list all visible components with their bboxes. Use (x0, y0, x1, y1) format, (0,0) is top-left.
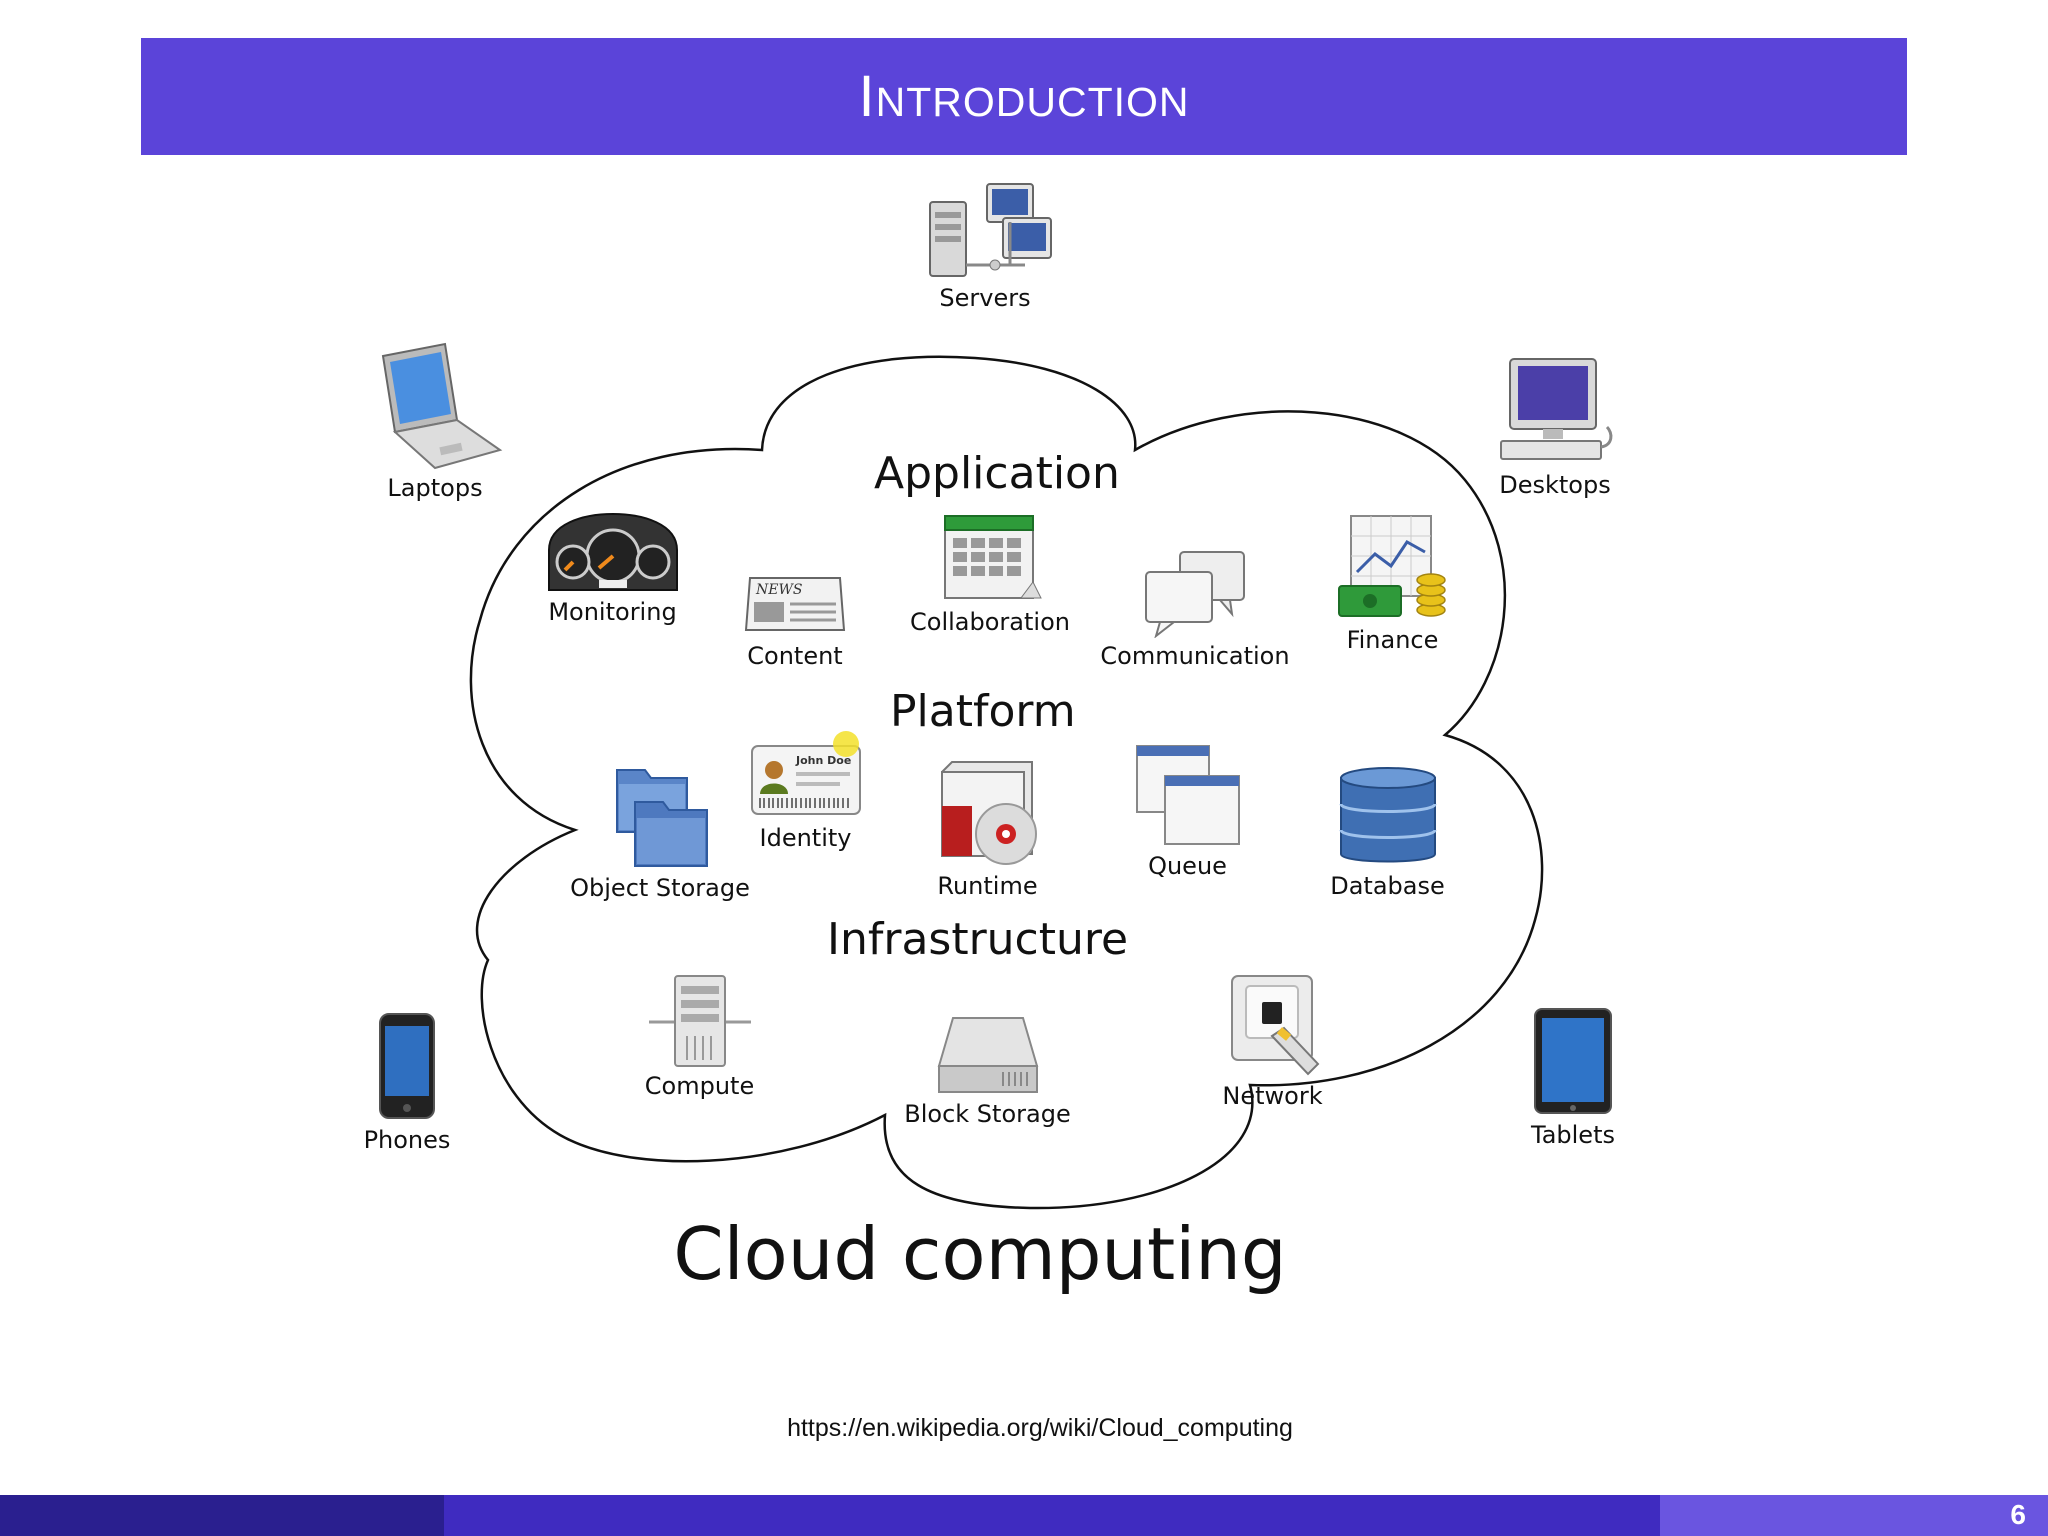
slide-footer-bar: 6 (0, 1495, 2048, 1536)
collaboration-label: Collaboration (910, 608, 1070, 636)
slide-title-bar: Introduction (141, 38, 1907, 155)
id-card-name-text: John Doe (795, 754, 851, 767)
node-phones: Phones (347, 1010, 467, 1154)
node-tablets: Tablets (1518, 1005, 1628, 1149)
compute-label: Compute (644, 1072, 755, 1100)
node-monitoring: Monitoring (530, 510, 695, 626)
page-number: 6 (2010, 1499, 2026, 1530)
node-compute: Compute (637, 972, 762, 1100)
queue-windows-icon (1135, 745, 1240, 845)
servers-icon (929, 183, 1052, 277)
network-label: Network (1222, 1082, 1323, 1110)
node-communication: Communication (1100, 548, 1290, 670)
source-link[interactable]: https://en.wikipedia.org/wiki/Cloud_comp… (787, 1414, 1293, 1442)
desktop-icon (1500, 358, 1613, 460)
communication-label: Communication (1100, 642, 1290, 670)
node-laptops: Laptops (355, 340, 515, 502)
identity-label: Identity (759, 824, 852, 852)
phones-label: Phones (363, 1126, 451, 1154)
newspaper-icon-text: NEWS (755, 582, 802, 598)
tablet-icon (1534, 1008, 1612, 1114)
database-icon (1339, 767, 1436, 863)
node-network: Network (1210, 972, 1335, 1110)
gauge-icon (547, 512, 678, 591)
node-database: Database (1320, 764, 1455, 900)
node-queue: Queue (1125, 742, 1250, 880)
newspaper-icon: NEWS (744, 577, 846, 631)
network-jack-icon (1230, 975, 1319, 1076)
monitoring-label: Monitoring (548, 598, 677, 626)
node-collaboration: Collaboration (900, 512, 1080, 636)
desktops-label: Desktops (1499, 471, 1611, 499)
node-finance: Finance (1325, 512, 1460, 654)
layer-platform-label: Platform (890, 686, 1076, 737)
content-label: Content (747, 642, 843, 670)
compute-server-icon (648, 975, 751, 1067)
slide-title: Introduction (858, 64, 1190, 129)
finance-chart-icon (1338, 515, 1446, 617)
object-storage-label: Object Storage (570, 874, 750, 902)
runtime-label: Runtime (937, 872, 1038, 900)
node-content: NEWS Content (730, 572, 860, 670)
tablets-label: Tablets (1531, 1121, 1615, 1149)
node-servers: Servers (900, 180, 1070, 312)
footer-right-segment (1660, 1495, 2048, 1536)
calendar-icon (944, 515, 1042, 599)
hard-drive-icon (937, 1017, 1038, 1093)
folders-icon (616, 769, 708, 867)
node-desktops: Desktops (1480, 355, 1630, 499)
layer-infrastructure-label: Infrastructure (827, 914, 1129, 965)
node-runtime: Runtime (920, 758, 1055, 900)
phone-icon (379, 1013, 435, 1119)
footer-left-segment (0, 1495, 444, 1536)
laptops-label: Laptops (387, 474, 483, 502)
id-card-icon: John Doe (750, 731, 861, 815)
diagram-caption: Cloud computing (673, 1212, 1287, 1296)
runtime-disc-icon (940, 761, 1037, 865)
node-object-storage: Object Storage (565, 760, 755, 902)
block-storage-label: Block Storage (904, 1100, 1071, 1128)
servers-label: Servers (939, 284, 1031, 312)
layer-application-label: Application (874, 448, 1120, 499)
node-block-storage: Block Storage (895, 1012, 1080, 1128)
node-identity: John Doe Identity (743, 730, 868, 852)
queue-label: Queue (1148, 852, 1227, 880)
finance-label: Finance (1346, 626, 1439, 654)
database-label: Database (1330, 872, 1445, 900)
laptop-icon (381, 342, 503, 470)
chat-bubbles-icon (1145, 551, 1245, 638)
